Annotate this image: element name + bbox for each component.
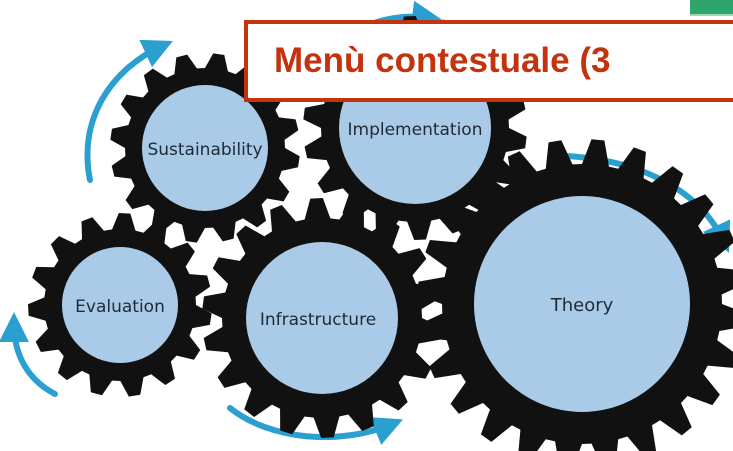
context-menu-callout: Menù contestuale (3: [244, 20, 733, 102]
gear-infrastructure: Infrastructure: [202, 198, 442, 438]
gear-face: [62, 247, 178, 363]
gear-label-sustainability: Sustainability: [147, 140, 262, 160]
gear-evaluation: Evaluation: [28, 213, 212, 397]
corner-tab: [690, 0, 733, 16]
gear-label-infrastructure: Infrastructure: [260, 310, 376, 330]
curved-arrow-icon: [227, 405, 404, 445]
gear-theory: Theory: [417, 139, 733, 451]
gear-label-evaluation: Evaluation: [75, 297, 165, 317]
curved-arrow-icon: [84, 39, 173, 183]
gear-face: [246, 242, 398, 394]
gear-face: [474, 196, 690, 412]
callout-title: Menù contestuale (3: [274, 41, 611, 80]
gear-label-theory: Theory: [550, 295, 614, 316]
curved-arrow-icon: [0, 312, 58, 397]
gear-label-implementation: Implementation: [348, 120, 483, 140]
gear-face: [142, 85, 268, 211]
